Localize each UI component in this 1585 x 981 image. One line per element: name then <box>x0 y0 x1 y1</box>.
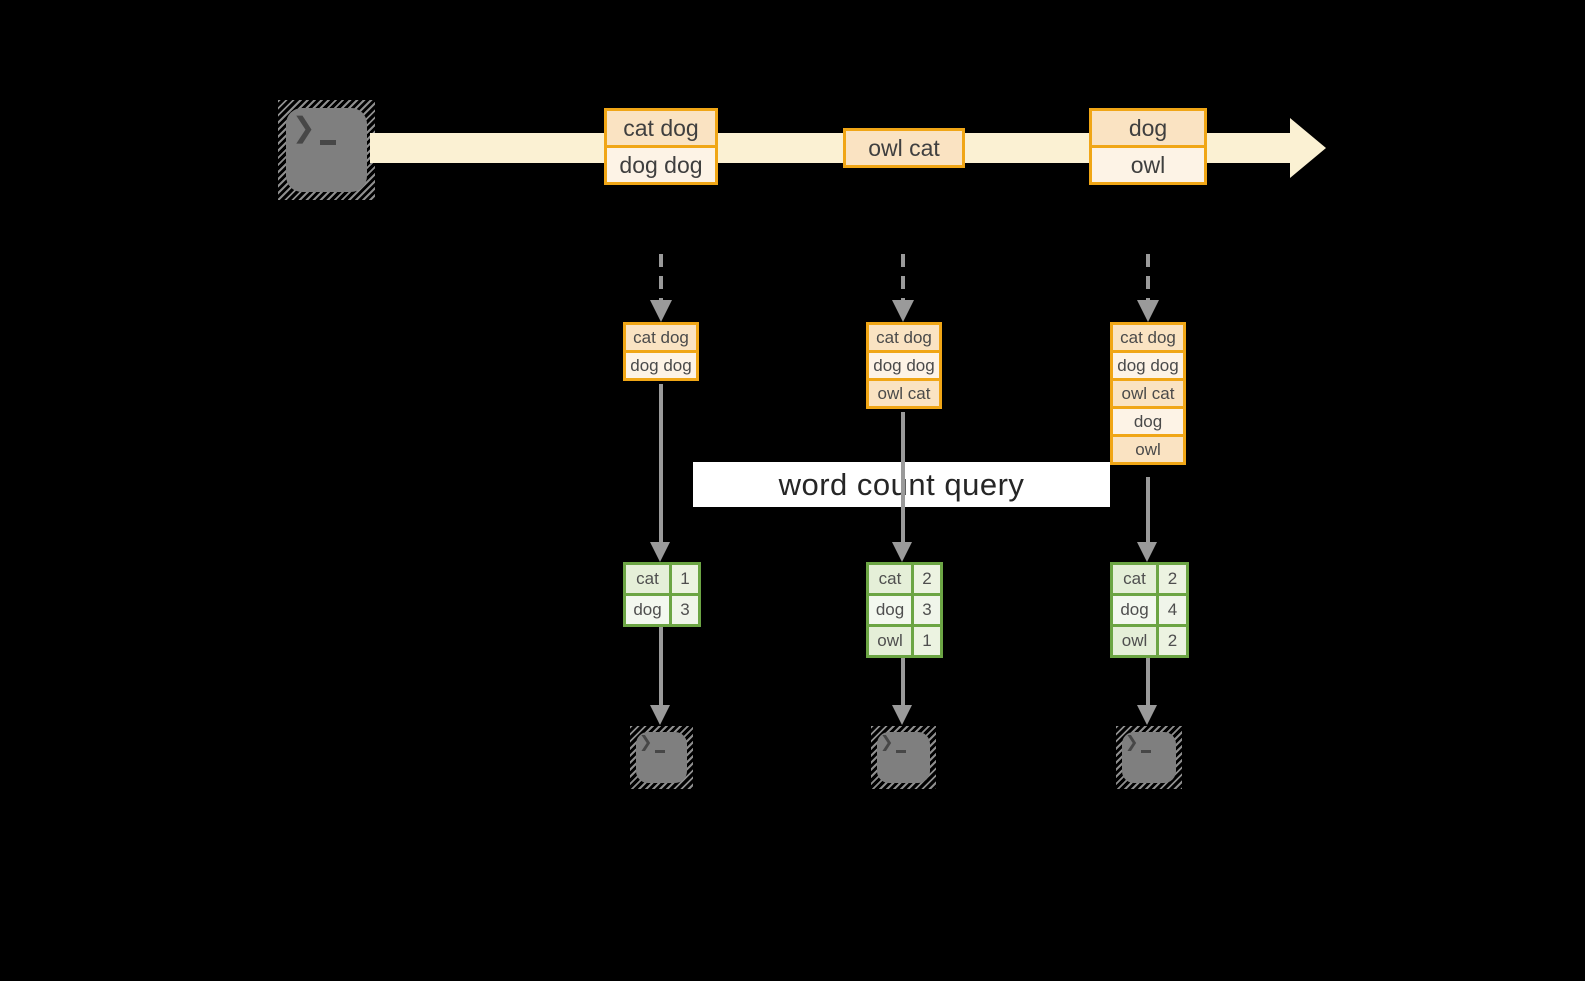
arrowhead-icon <box>892 300 914 322</box>
record: dog dog <box>866 350 942 381</box>
record: cat dog <box>623 322 699 353</box>
count-cell: 2 <box>914 565 940 593</box>
count-table-3: cat 2 dog 4 owl 2 <box>1110 562 1189 658</box>
count-cell: 3 <box>914 596 940 624</box>
count-cell: 1 <box>672 565 698 593</box>
record: owl cat <box>843 128 965 168</box>
stream-event-1: cat dog dog dog <box>604 108 718 185</box>
prompt-cursor-icon <box>896 750 906 753</box>
terminal-icon: ❯ <box>1116 726 1182 789</box>
prompt-cursor-icon <box>655 750 665 753</box>
word-cell: dog <box>869 596 911 624</box>
word-cell: dog <box>626 596 669 624</box>
word-cell: dog <box>1113 596 1156 624</box>
prompt-cursor-icon <box>320 140 336 145</box>
count-table-1: cat 1 dog 3 <box>623 562 701 627</box>
prompt-chevron-icon: ❯ <box>292 112 316 143</box>
record: dog <box>1110 406 1186 437</box>
arrowhead-icon <box>892 705 912 725</box>
terminal-icon: ❯ <box>278 100 375 200</box>
arrowhead-icon <box>650 705 670 725</box>
terminal-screen <box>877 732 930 783</box>
dashed-arrow-line <box>1146 254 1150 300</box>
dashed-arrow-line <box>659 254 663 300</box>
record: dog dog <box>623 350 699 381</box>
record: cat dog <box>1110 322 1186 353</box>
word-cell: cat <box>869 565 911 593</box>
buffer-stack-3: cat dog dog dog owl cat dog owl <box>1110 322 1186 465</box>
stream-arrowhead-icon <box>1290 118 1326 178</box>
arrowhead-icon <box>892 542 912 562</box>
terminal-screen <box>636 732 687 783</box>
record: cat dog <box>866 322 942 353</box>
stream-event-3: dog owl <box>1089 108 1207 185</box>
record: cat dog <box>604 108 718 148</box>
count-cell: 3 <box>672 596 698 624</box>
connector-line <box>659 384 663 542</box>
connector-line <box>1146 477 1150 542</box>
arrowhead-icon <box>1137 705 1157 725</box>
count-cell: 2 <box>1159 565 1186 593</box>
buffer-stack-2: cat dog dog dog owl cat <box>866 322 942 409</box>
word-cell: owl <box>869 627 911 655</box>
prompt-chevron-icon: ❯ <box>639 734 653 751</box>
prompt-cursor-icon <box>1141 750 1151 753</box>
count-table-2: cat 2 dog 3 owl 1 <box>866 562 943 658</box>
terminal-icon: ❯ <box>630 726 693 789</box>
record: owl <box>1089 145 1207 185</box>
record: dog dog <box>1110 350 1186 381</box>
dashed-arrow-line <box>901 254 905 300</box>
arrowhead-icon <box>1137 300 1159 322</box>
word-cell: owl <box>1113 627 1156 655</box>
record: owl cat <box>866 378 942 409</box>
count-cell: 1 <box>914 627 940 655</box>
arrowhead-icon <box>650 300 672 322</box>
connector-line <box>901 658 905 705</box>
connector-line <box>1146 658 1150 705</box>
record: owl <box>1110 434 1186 465</box>
count-cell: 2 <box>1159 627 1186 655</box>
buffer-stack-1: cat dog dog dog <box>623 322 699 381</box>
word-cell: cat <box>626 565 669 593</box>
connector-line <box>901 412 905 542</box>
record: dog dog <box>604 145 718 185</box>
terminal-screen <box>286 108 367 192</box>
record: owl cat <box>1110 378 1186 409</box>
arrowhead-icon <box>1137 542 1157 562</box>
count-cell: 4 <box>1159 596 1186 624</box>
word-cell: cat <box>1113 565 1156 593</box>
stream-event-2: owl cat <box>843 128 965 168</box>
arrowhead-icon <box>650 542 670 562</box>
connector-line <box>659 627 663 705</box>
terminal-screen <box>1122 732 1176 783</box>
terminal-icon: ❯ <box>871 726 936 789</box>
prompt-chevron-icon: ❯ <box>1125 734 1139 751</box>
record: dog <box>1089 108 1207 148</box>
prompt-chevron-icon: ❯ <box>880 734 894 751</box>
